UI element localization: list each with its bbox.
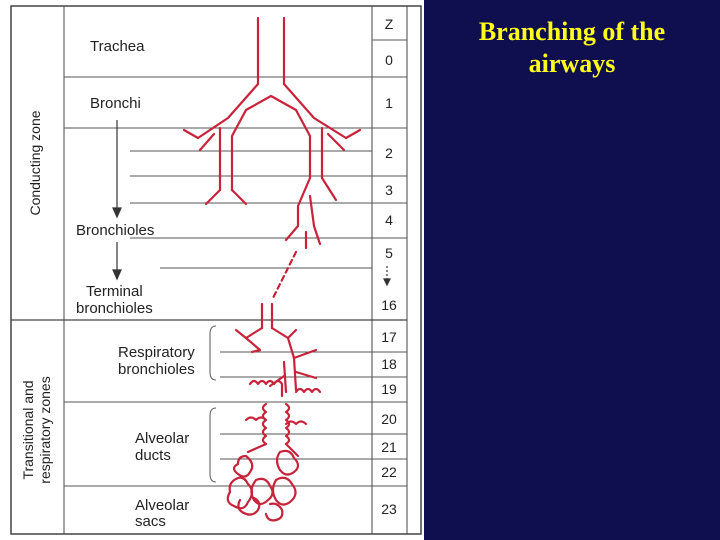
generation-number: 1 xyxy=(385,95,393,111)
bronchi-label: Bronchi xyxy=(90,95,141,112)
carina xyxy=(244,94,298,112)
generation-number: 17 xyxy=(381,329,397,345)
generation-number: 22 xyxy=(381,464,397,480)
arrow-head-icon xyxy=(112,269,122,281)
left-bronchus xyxy=(218,108,248,192)
alveolar-duct-wall xyxy=(246,442,300,458)
left-terminal-fork xyxy=(204,188,248,206)
generation-grid xyxy=(64,39,407,487)
duct-stem xyxy=(282,356,298,394)
respiratory-zone-label-line2: respiratory zones xyxy=(37,376,53,483)
respiratory-bronchiole-fork xyxy=(234,326,298,340)
alveolar-ducts-label-line1: Alveolar xyxy=(135,430,189,447)
alveolar-sacs-label-line2: sacs xyxy=(135,513,166,530)
respiratory-zone-label-line1: Transitional and xyxy=(20,380,36,479)
terminal-bronchiole-tube xyxy=(260,302,274,330)
right-side-branch xyxy=(326,128,362,152)
alveolar-sac xyxy=(250,477,274,506)
slide-title: Branching of the airways xyxy=(478,17,666,78)
generation-number: 21 xyxy=(381,439,397,455)
generation-number: 2 xyxy=(385,145,393,161)
respiratory-bronchioles-bracket xyxy=(209,325,217,381)
alveolar-duct-wall xyxy=(294,387,322,394)
intermediate-generations-dashed xyxy=(270,250,298,302)
arrow-head-icon xyxy=(383,278,391,287)
right-bronchiole-branch xyxy=(296,176,338,228)
title-panel: Branching of the airways xyxy=(424,0,720,540)
trachea-tube xyxy=(256,16,286,86)
airway-diagram: Conducting zone Transitional and respira… xyxy=(10,5,422,535)
figure-frame xyxy=(10,5,422,535)
alveolar-duct-wall xyxy=(248,379,284,398)
generation-number: 18 xyxy=(381,356,397,372)
bronchiole-fork xyxy=(284,224,322,250)
alveolar-sacs-label-line1: Alveolar xyxy=(135,497,189,514)
alveolar-ducts-bracket xyxy=(209,407,217,483)
generation-number: 4 xyxy=(385,212,393,228)
generation-number: 5 xyxy=(385,245,393,261)
respiratory-bronchioles-label-line1: Respiratory xyxy=(118,344,195,361)
alveolar-duct-wall xyxy=(284,402,291,446)
alveolar-sac xyxy=(275,449,300,476)
bronchioles-label: Bronchioles xyxy=(76,222,154,239)
generation-number: 19 xyxy=(381,381,397,397)
left-side-branch xyxy=(182,128,216,152)
generation-number: 0 xyxy=(385,52,393,68)
generation-number: 23 xyxy=(381,501,397,517)
progression-arrows xyxy=(112,120,391,287)
duct-side-branch xyxy=(268,370,318,388)
alveolar-ducts-label-line2: ducts xyxy=(135,447,171,464)
trachea-label: Trachea xyxy=(90,38,145,55)
generation-number: 3 xyxy=(385,182,393,198)
right-bronchus xyxy=(294,108,324,180)
group-brackets xyxy=(209,325,217,483)
terminal-bronchioles-label-line1: Terminal xyxy=(86,283,143,300)
conducting-zone-label: Conducting zone xyxy=(27,110,43,215)
generation-header: Z xyxy=(385,16,394,32)
generation-column xyxy=(371,5,408,535)
generation-number: 20 xyxy=(381,411,397,427)
alveolar-duct-wall xyxy=(244,416,308,426)
respiratory-bronchioles-label-line2: bronchioles xyxy=(118,361,195,378)
alveolar-sac xyxy=(271,476,297,506)
respiratory-bronchiole-branch xyxy=(244,336,318,360)
alveolar-sac xyxy=(237,496,284,522)
main-bronchi-outer xyxy=(196,82,348,140)
alveolar-duct-wall xyxy=(261,402,268,446)
alveolar-sac xyxy=(232,454,254,478)
airway-branching-figure: Conducting zone Transitional and respira… xyxy=(10,5,422,535)
alveolar-sac xyxy=(226,476,254,510)
terminal-bronchioles-label-line2: bronchioles xyxy=(76,300,153,317)
arrow-head-icon xyxy=(112,207,122,219)
generation-number: 16 xyxy=(381,297,397,313)
airway-tree xyxy=(182,16,362,522)
